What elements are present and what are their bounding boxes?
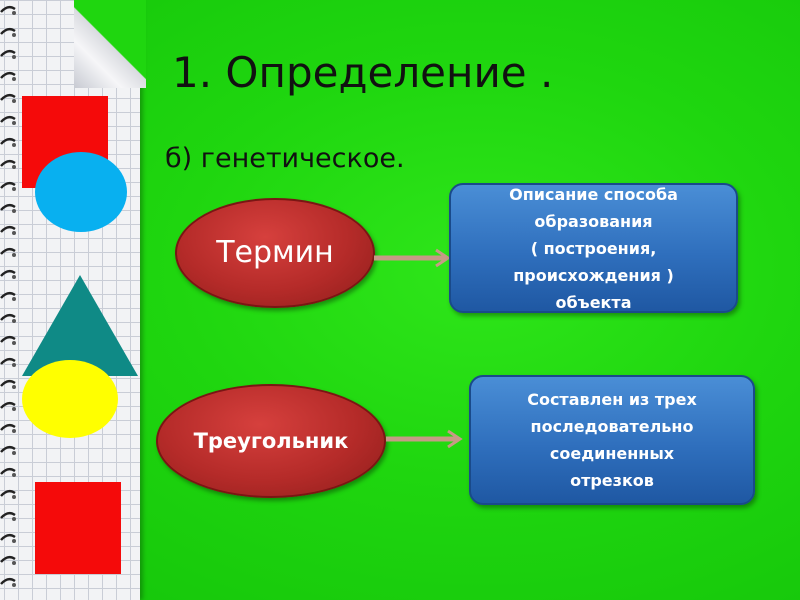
spiral-ring [0,577,16,585]
spiral-binding [0,0,18,600]
spiral-hole [12,385,16,389]
spiral-ring [0,225,16,233]
spiral-ring [0,445,16,453]
spiral-hole [12,363,16,367]
spiral-hole [12,275,16,279]
spiral-ring [0,203,16,211]
spiral-ring [0,93,16,101]
spiral-hole [12,297,16,301]
spiral-hole [12,517,16,521]
spiral-hole [12,253,16,257]
spiral-ring [0,423,16,431]
term-oval: Термин [175,198,375,308]
yellow-circle [22,360,118,438]
spiral-hole [12,319,16,323]
spiral-ring [0,555,16,563]
spiral-ring [0,291,16,299]
blue-circle [35,152,127,232]
spiral-ring [0,489,16,497]
triangle-label: Треугольник [193,429,349,453]
spiral-ring [0,401,16,409]
spiral-ring [0,511,16,519]
arrow-right-icon [386,429,463,449]
spiral-hole [12,429,16,433]
spiral-hole [12,33,16,37]
spiral-hole [12,473,16,477]
slide-title: 1. Определение . [172,48,554,97]
spiral-ring [0,181,16,189]
spiral-ring [0,71,16,79]
spiral-hole [12,341,16,345]
spiral-hole [12,121,16,125]
spiral-hole [12,209,16,213]
spiral-hole [12,77,16,81]
spiral-ring [0,49,16,57]
page-curl [74,0,146,88]
spiral-hole [12,187,16,191]
spiral-ring [0,5,16,13]
spiral-ring [0,247,16,255]
definition-box-term: Описание способа образования ( построени… [449,183,738,313]
definition-box-triangle: Составлен из трех последовательно соедин… [469,375,755,505]
spiral-hole [12,165,16,169]
spiral-hole [12,231,16,235]
spiral-ring [0,115,16,123]
spiral-hole [12,561,16,565]
spiral-ring [0,159,16,167]
spiral-hole [12,407,16,411]
spiral-hole [12,11,16,15]
spiral-hole [12,143,16,147]
spiral-hole [12,495,16,499]
red-square-bottom [35,482,121,574]
spiral-ring [0,137,16,145]
spiral-ring [0,467,16,475]
spiral-hole [12,451,16,455]
spiral-ring [0,533,16,541]
spiral-ring [0,357,16,365]
triangle-oval: Треугольник [156,384,386,498]
spiral-ring [0,269,16,277]
spiral-hole [12,539,16,543]
spiral-hole [12,99,16,103]
spiral-hole [12,583,16,587]
spiral-ring [0,335,16,343]
term-label: Термин [216,235,334,270]
spiral-ring [0,27,16,35]
spiral-ring [0,379,16,387]
spiral-hole [12,55,16,59]
spiral-ring [0,313,16,321]
teal-triangle [22,275,138,376]
slide-subtitle: б) генетическое. [165,143,405,174]
arrow-right-icon [374,248,451,268]
